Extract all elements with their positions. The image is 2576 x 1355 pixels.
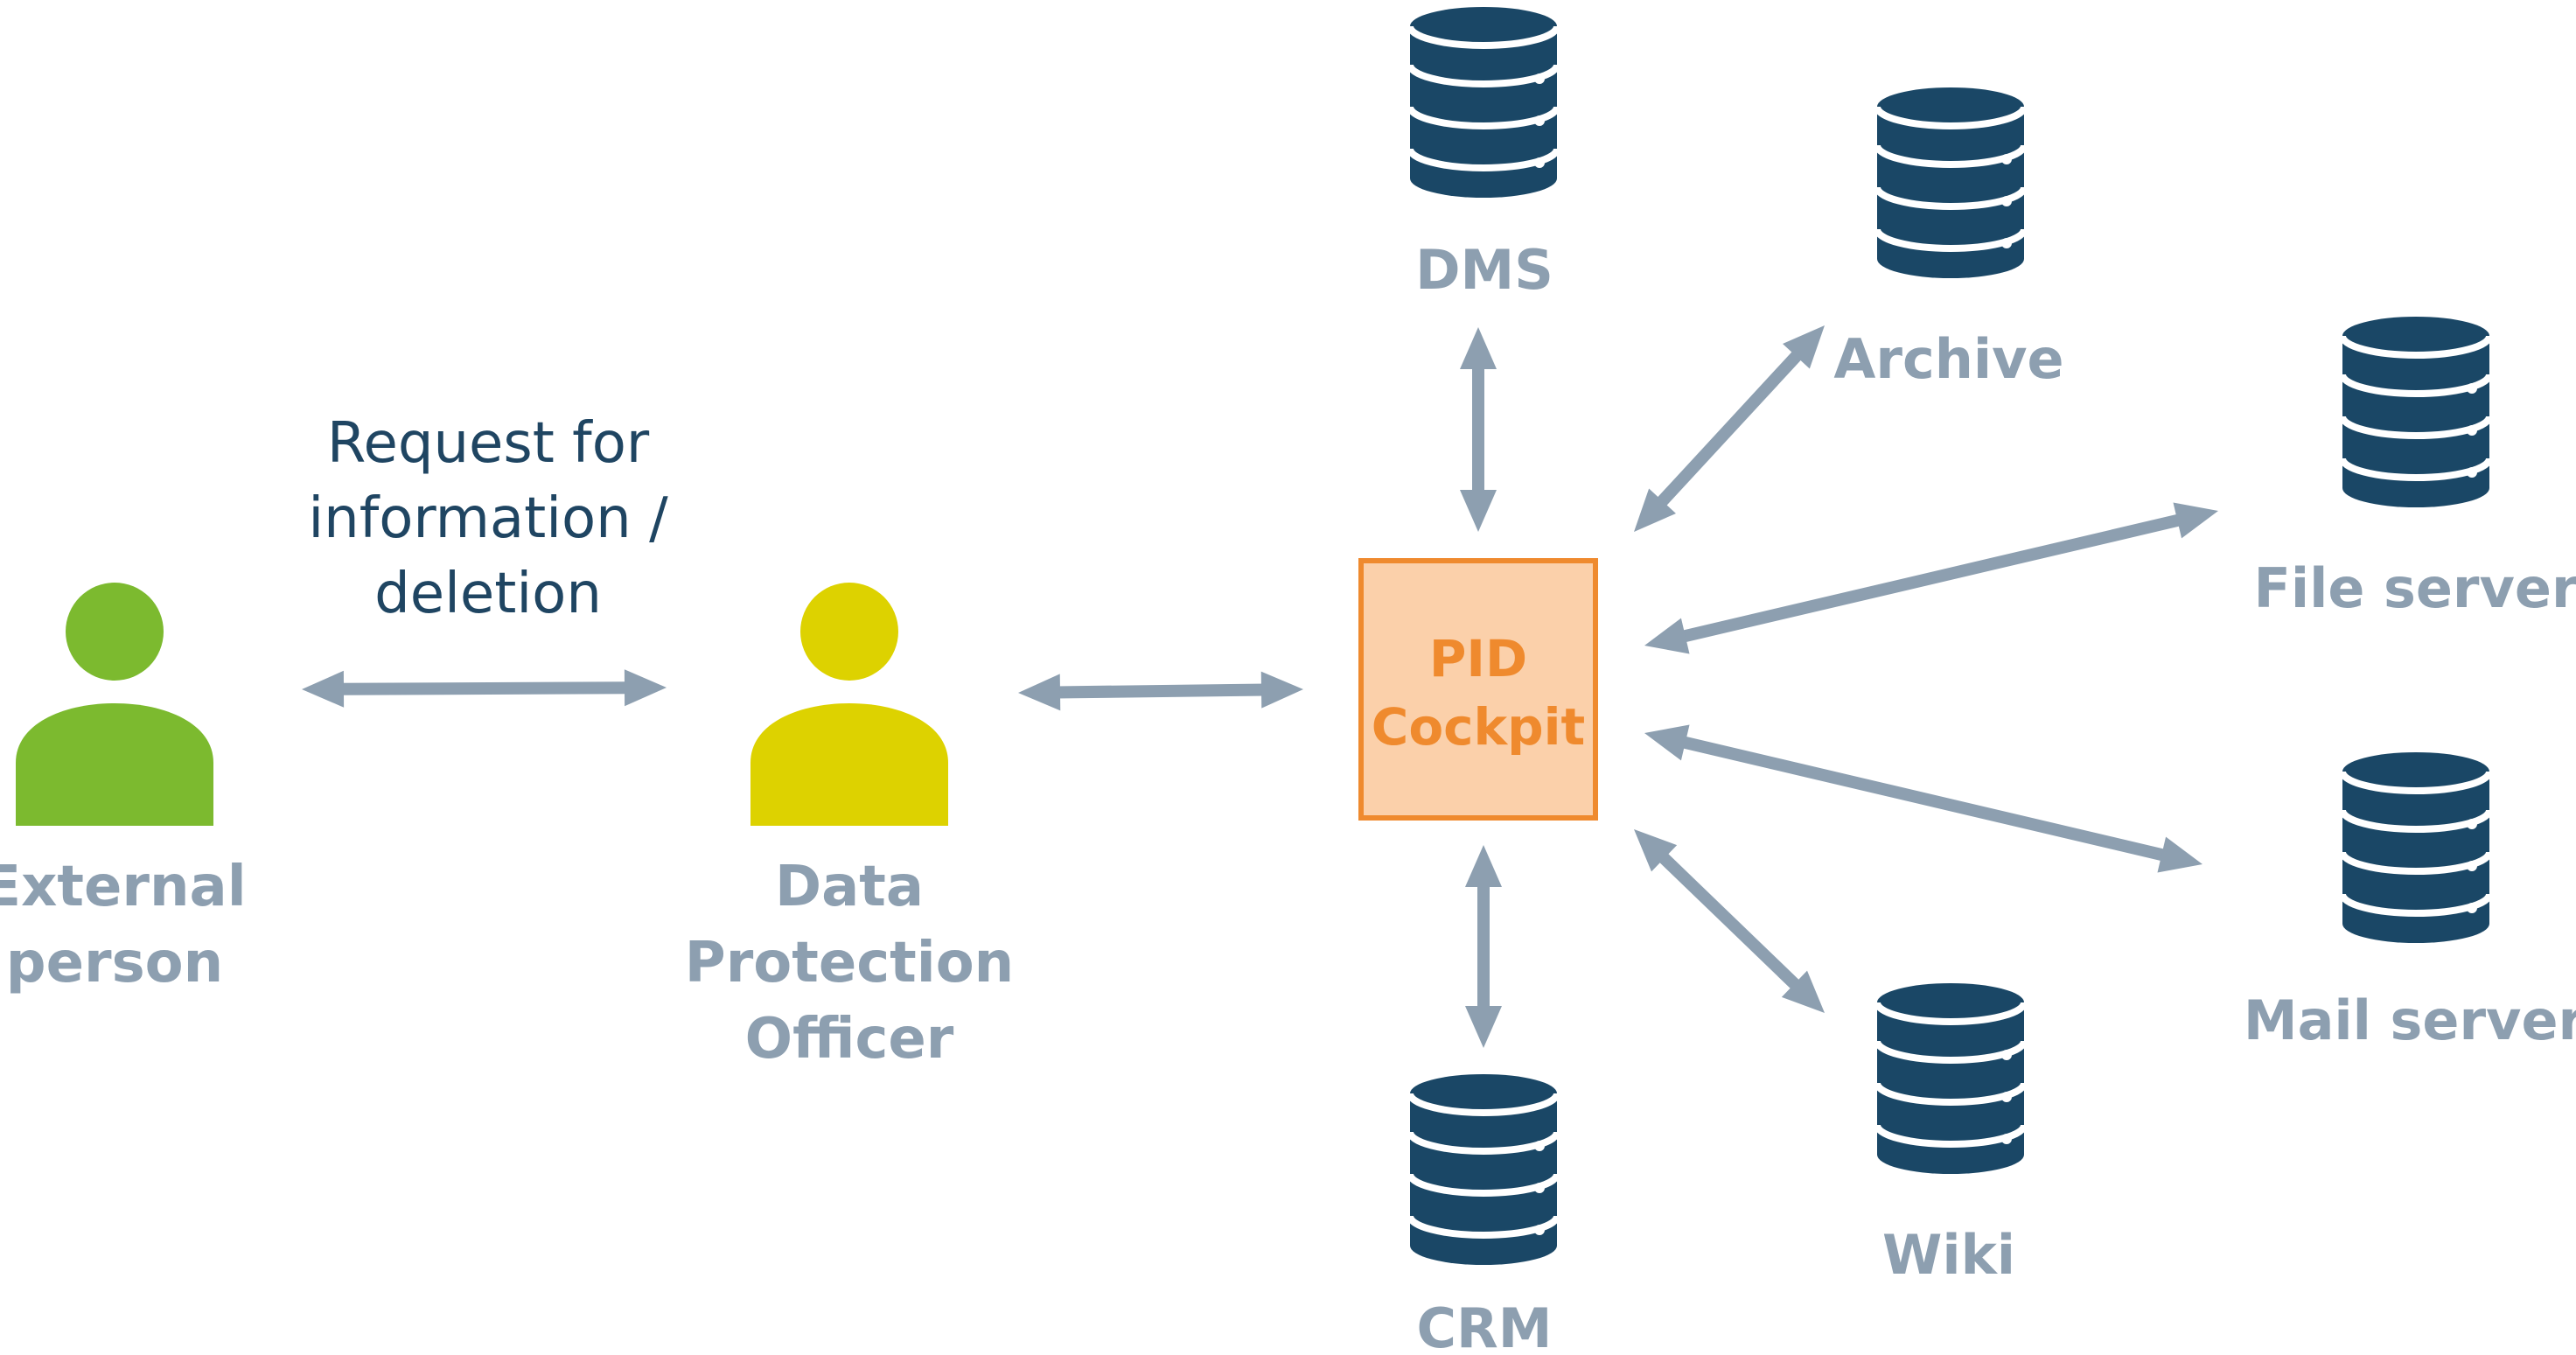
arrow-cockpit-file-server-head-end [2173,502,2218,539]
dpo-label-line1: Data [775,855,924,919]
external-person-label-line1: External [0,855,247,919]
arrow-dpo-cockpit-head-start [1018,674,1061,711]
system-file-server: File server [2253,317,2576,620]
arrow-cockpit-mail-server-head-start [1644,724,1690,761]
system-crm: CRM [1410,1074,1557,1355]
person-icon [750,583,948,826]
arrow-dpo-cockpit [1018,671,1303,711]
cockpit-line1: PID [1429,629,1527,688]
arrow-cockpit-wiki-shaft [1656,850,1803,992]
arrow-cockpit-dms-head-end [1460,327,1497,369]
arrow-cockpit-file-server-shaft [1679,513,2184,644]
arrow-cockpit-wiki [1634,829,1825,1013]
file-server-label: File server [2253,556,2576,620]
person-icon [16,583,213,826]
arrow-cockpit-mail-server-shaft [1679,735,2168,863]
arrow-cockpit-file-server-head-start [1644,618,1690,654]
crm-label: CRM [1417,1296,1553,1351]
arrow-cockpit-mail-server [1644,724,2203,873]
request-line2: information / [308,486,668,551]
wiki-label: Wiki [1882,1223,2015,1287]
pid-cockpit-box: PID Cockpit [1358,558,1598,821]
arrow-cockpit-crm-head-start [1465,845,1502,887]
dpo-label-line3: Officer [745,1007,954,1072]
database-icon [1410,7,1557,198]
request-text: Request for information / deletion [308,411,668,626]
arrow-cockpit-archive-shaft [1654,348,1805,509]
request-line1: Request for [327,411,650,476]
arrow-external-dpo-head-end [624,669,667,707]
system-dms: DMS [1410,7,1557,302]
database-icon [1877,87,2024,278]
system-mail-server: Mail server [2244,752,2576,1052]
arrow-dpo-cockpit-head-end [1260,671,1303,709]
cockpit-line2: Cockpit [1372,697,1586,757]
arrow-external-dpo-head-start [302,670,345,708]
arrows [302,325,2218,1048]
dms-label: DMS [1415,238,1553,302]
arrow-cockpit-archive-head-end [1783,325,1825,369]
system-archive: Archive [1833,87,2064,391]
arrow-cockpit-file-server [1644,502,2218,654]
arrow-cockpit-archive-head-start [1634,488,1676,532]
arrow-cockpit-dms-head-start [1460,490,1497,532]
database-icon [2342,317,2489,507]
arrow-dpo-cockpit-shaft [1054,683,1267,699]
system-wiki: Wiki [1877,983,2024,1287]
arrow-cockpit-wiki-head-end [1781,970,1825,1013]
arrow-external-dpo [302,669,667,708]
database-icon [1410,1074,1557,1265]
arrow-cockpit-wiki-head-start [1634,829,1678,872]
arrow-cockpit-archive [1634,325,1825,532]
dpo-label-line2: Protection [685,931,1014,995]
arrow-cockpit-mail-server-head-end [2157,836,2203,873]
request-line3: deletion [374,562,602,626]
cockpit-rect [1358,558,1598,821]
external-person: External person [0,583,247,995]
arrow-cockpit-crm [1465,845,1502,1048]
arrow-external-dpo-shaft [338,681,631,695]
database-icon [1877,983,2024,1174]
mail-server-label: Mail server [2244,988,2576,1052]
database-icon [2342,752,2489,943]
archive-label: Archive [1833,327,2063,391]
arrow-cockpit-dms [1460,327,1497,532]
external-person-label-line2: person [6,931,223,995]
dpo-person: Data Protection Officer [685,583,1014,1072]
arrow-cockpit-crm-head-end [1465,1006,1502,1048]
